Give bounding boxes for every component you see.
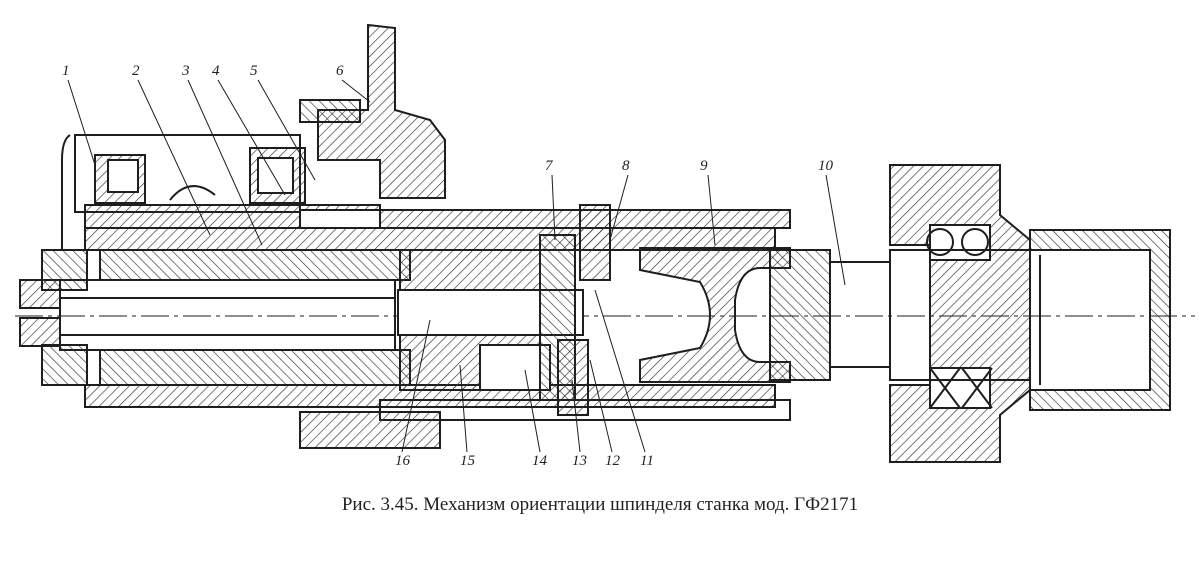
callout-7: 7 xyxy=(545,158,554,174)
callout-16: 16 xyxy=(395,453,411,469)
coupling-10 xyxy=(769,249,831,381)
callout-12: 12 xyxy=(605,453,621,469)
callout-2: 2 xyxy=(132,63,140,79)
callout-6: 6 xyxy=(336,63,344,79)
figure-caption: Рис. 3.45. Механизм ориентации шпинделя … xyxy=(341,494,859,515)
callout-10: 10 xyxy=(818,158,834,174)
callout-1: 1 xyxy=(62,63,70,79)
callout-9: 9 xyxy=(700,158,708,174)
left-nuts xyxy=(19,249,88,386)
callout-3: 3 xyxy=(181,63,190,79)
bearing-housing xyxy=(889,164,1031,463)
spindle-shaft xyxy=(59,279,396,351)
sleeve-upper xyxy=(84,204,791,229)
leader-lines xyxy=(67,79,846,453)
callout-14: 14 xyxy=(532,453,548,469)
callout-11: 11 xyxy=(640,453,654,469)
right-nut xyxy=(1029,229,1171,411)
callout-numbers: 1 2 3 4 5 6 7 8 9 10 11 12 13 14 15 16 xyxy=(62,63,834,469)
right-spindle xyxy=(889,249,1031,381)
callout-5: 5 xyxy=(250,63,258,79)
callout-13: 13 xyxy=(572,453,587,469)
fork-9 xyxy=(639,247,791,383)
callout-4: 4 xyxy=(212,63,220,79)
callout-8: 8 xyxy=(622,158,630,174)
callout-15: 15 xyxy=(460,453,476,469)
